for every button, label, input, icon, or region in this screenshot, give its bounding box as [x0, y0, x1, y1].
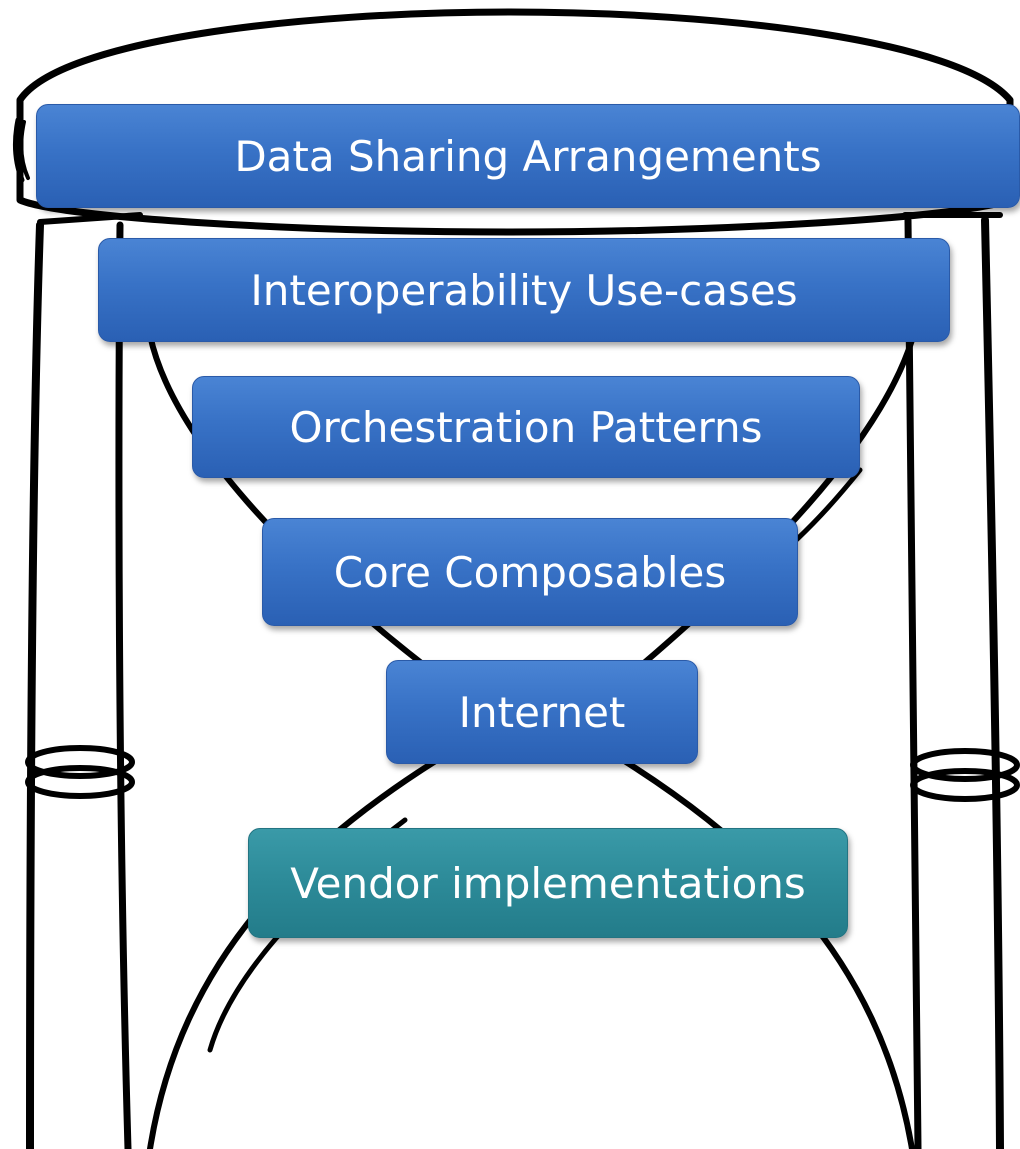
layer-data-sharing-arrangements: Data Sharing Arrangements	[36, 104, 1020, 208]
layer-vendor-implementations: Vendor implementations	[248, 828, 848, 938]
left-post-ring	[25, 745, 135, 779]
layer-core-composables: Core Composables	[262, 518, 798, 626]
layer-label: Core Composables	[333, 547, 727, 597]
left-post	[26, 221, 44, 1149]
layer-label: Data Sharing Arrangements	[234, 131, 822, 181]
glass-upper-left	[147, 332, 473, 703]
top-cap-rim-left	[12, 117, 25, 183]
layer-orchestration-patterns: Orchestration Patterns	[192, 376, 860, 478]
layer-label: Internet	[458, 687, 626, 737]
glass-lower-left	[147, 737, 473, 1149]
layer-label: Interoperability Use-cases	[250, 265, 798, 315]
layer-internet: Internet	[386, 660, 698, 764]
layer-label: Orchestration Patterns	[289, 402, 763, 452]
layer-interoperability-use-cases: Interoperability Use-cases	[98, 238, 950, 342]
right-post-ring	[910, 748, 1020, 782]
glass-upper-right	[597, 337, 915, 703]
layer-label: Vendor implementations	[290, 858, 806, 908]
glass-lower-right	[587, 737, 915, 1149]
right-post	[904, 216, 922, 1149]
